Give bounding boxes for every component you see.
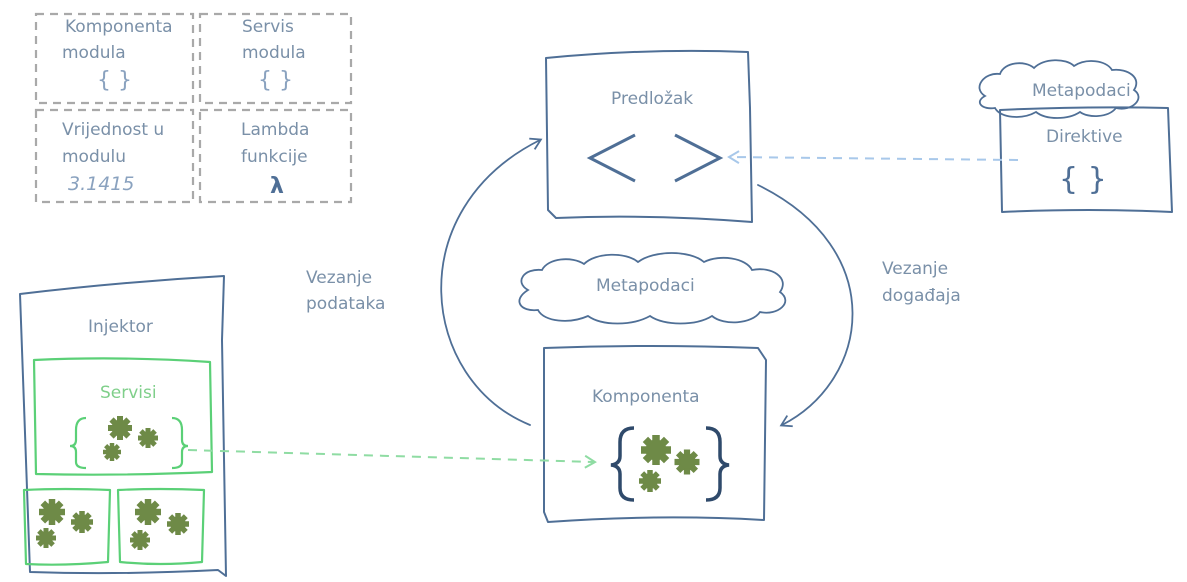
event-binding-label-line2: događaja (882, 286, 961, 306)
legend-box (34, 12, 195, 105)
data-binding-label-line2: podataka (306, 294, 385, 314)
legend-box (34, 108, 195, 204)
legend-lambda: Lambda funkcije λ (198, 108, 353, 204)
legend-label-line2: modula (242, 43, 306, 63)
injector-label: Injektor (88, 317, 153, 337)
gear-icon (138, 428, 158, 448)
directives-label: Direktive (1046, 127, 1123, 147)
middle-metadata: Metapodaci (518, 252, 787, 325)
middle-metadata-label: Metapodaci (596, 276, 695, 296)
gear-icon (639, 470, 661, 492)
event-binding-arrow (757, 184, 854, 428)
gear-icon (103, 443, 121, 461)
gear-icon (641, 435, 671, 465)
gear-icon (674, 449, 700, 475)
services-close-brace (171, 416, 189, 470)
gear-icon (71, 511, 93, 533)
legend-label-line2: modulu (62, 147, 126, 167)
services-to-component-arrow (187, 449, 597, 469)
legend-symbol: λ (270, 174, 284, 199)
services-label: Servisi (100, 383, 157, 403)
template-close-angle (674, 133, 724, 183)
component-box: Komponenta (543, 345, 767, 523)
gear-icon (130, 530, 150, 550)
legend-box (198, 12, 353, 105)
legend-label-line1: Komponenta (65, 17, 173, 37)
legend-label-line1: Vrijednost u (62, 120, 164, 140)
middle-metadata-cloud (518, 252, 787, 325)
template-outline (545, 49, 753, 223)
gear-icon (108, 416, 132, 440)
component-open-brace (610, 426, 635, 502)
template-label: Predložak (611, 89, 693, 109)
gear-icon (39, 499, 65, 525)
directives-metadata-cloud (978, 59, 1140, 119)
injector-outline (19, 275, 227, 577)
legend-label-line1: Lambda (241, 120, 309, 140)
component-outline (543, 345, 767, 523)
legend-box (198, 108, 353, 204)
directives-symbol: { } (1059, 162, 1107, 197)
directives-group: Metapodaci Direktive { } (978, 59, 1173, 213)
legend-label-line1: Servis (242, 17, 294, 37)
template-box: Predložak (545, 49, 753, 223)
component-close-brace (705, 426, 730, 502)
gear-icon (36, 528, 56, 548)
services-box (32, 357, 214, 476)
gear-icon (135, 499, 161, 525)
directives-metadata-label: Metapodaci (1032, 81, 1131, 101)
component-label: Komponenta (592, 387, 700, 407)
directives-to-template-arrow (727, 150, 1019, 164)
data-binding-label-line1: Vezanje (306, 268, 372, 288)
service-instance-box (116, 487, 206, 566)
injector-box: Injektor Servisi (19, 275, 227, 577)
directives-outline (999, 106, 1173, 213)
legend-symbol: { } (97, 68, 132, 93)
legend-module-service: Servis modula { } (198, 12, 353, 105)
event-binding-label-line1: Vezanje (882, 259, 948, 279)
services-open-brace (69, 416, 87, 470)
data-binding-arrow (440, 137, 543, 426)
gear-icon (167, 513, 189, 535)
legend-symbol: { } (258, 68, 293, 93)
legend-label-line2: funkcije (241, 147, 308, 167)
template-open-angle (586, 133, 636, 183)
legend-module-value: Vrijednost u modulu 3.1415 (34, 108, 195, 204)
legend: Komponenta modula { } Servis modula { } … (34, 12, 353, 204)
legend-module-component: Komponenta modula { } (34, 12, 195, 105)
legend-label-line2: modula (62, 43, 126, 63)
legend-symbol: 3.1415 (68, 173, 134, 195)
service-instance-box (22, 487, 112, 566)
